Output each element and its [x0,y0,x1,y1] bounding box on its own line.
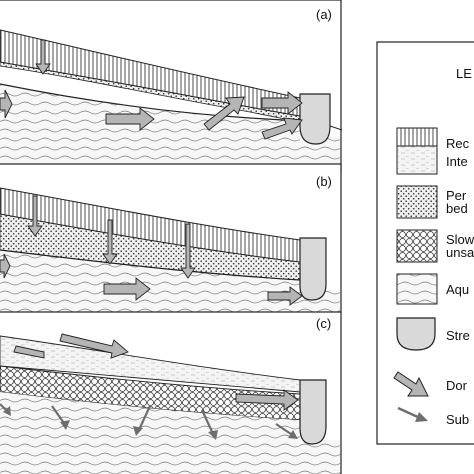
legend-label-line2: bed [446,201,468,216]
downslope-flow-arrow [235,389,299,411]
legend-swatch-thick-arrow [393,371,429,397]
downslope-flow-arrow [27,195,43,237]
downslope-flow-arrow [267,286,303,306]
panel-c: (c) [0,311,342,474]
downslope-flow-arrow [35,39,51,75]
legend-label-line1: Slow [446,232,474,247]
downslope-flow-arrow [0,89,13,119]
stream-shape [299,93,331,145]
panel-label-b: (b) [316,174,332,189]
stream-shape [299,237,327,301]
subsurface-flow-arrow-head [288,430,298,439]
legend-label: Aqu [446,282,469,297]
panel-b: (b) [0,163,342,313]
legend-label-line1: Per [446,188,467,203]
downslope-flow-arrow [102,219,118,265]
legend-swatch-circles [396,229,438,263]
panel-label-c: (c) [316,316,331,331]
panel-a: (a) [0,0,343,173]
intermediate-swatch [396,145,438,175]
legend-label: Sub [446,412,469,427]
panel-label-a: (a) [316,7,332,22]
downslope-flow-arrow [261,91,303,115]
ground-surface [329,125,343,131]
downslope-flow-arrow [59,333,129,359]
stream-shape [299,379,327,445]
legend-item-aquifer: Aqu [396,273,469,305]
legend-title: LE [456,66,472,81]
aquifer-layer [0,250,340,312]
legend-label: Rec [446,136,470,151]
legend-label: Dor [446,378,468,393]
aquifer-layer [0,84,340,172]
legend-item-subsurface-arrow: Sub [397,406,469,427]
legend-swatch-stream [396,317,436,351]
legend-swatch-thin-arrow [397,406,421,420]
downslope-flow-arrow [0,253,11,279]
downslope-flow-arrow [105,107,155,131]
legend-label-line2: unsa [446,245,474,260]
subsurface-flow-arrow-head [133,426,143,436]
downslope-flow-arrow [180,223,196,279]
legend-label: Inte [446,154,468,169]
legend-swatch-thin-arrow-head [415,412,428,422]
legend-item-stream: Stre [396,317,470,351]
legend-swatch-dots [396,185,438,219]
legend-label: Stre [446,328,470,343]
legend-item-downslope-arrow: Dor [393,371,468,397]
legend-swatch-waves [396,273,438,305]
downslope-flow-arrow [203,96,245,131]
downslope-flow-arrow [103,277,151,301]
downslope-flow-arrow [13,345,45,359]
subsurface-flow-arrow-head [3,406,11,416]
subsurface-flow-arrow-head [60,420,70,430]
subsurface-flow-arrow-head [208,430,218,440]
aquifer-boundary [0,249,301,281]
aquifer-boundary [0,83,301,122]
downslope-flow-arrow [261,117,303,140]
aquifer-layer [0,392,340,474]
